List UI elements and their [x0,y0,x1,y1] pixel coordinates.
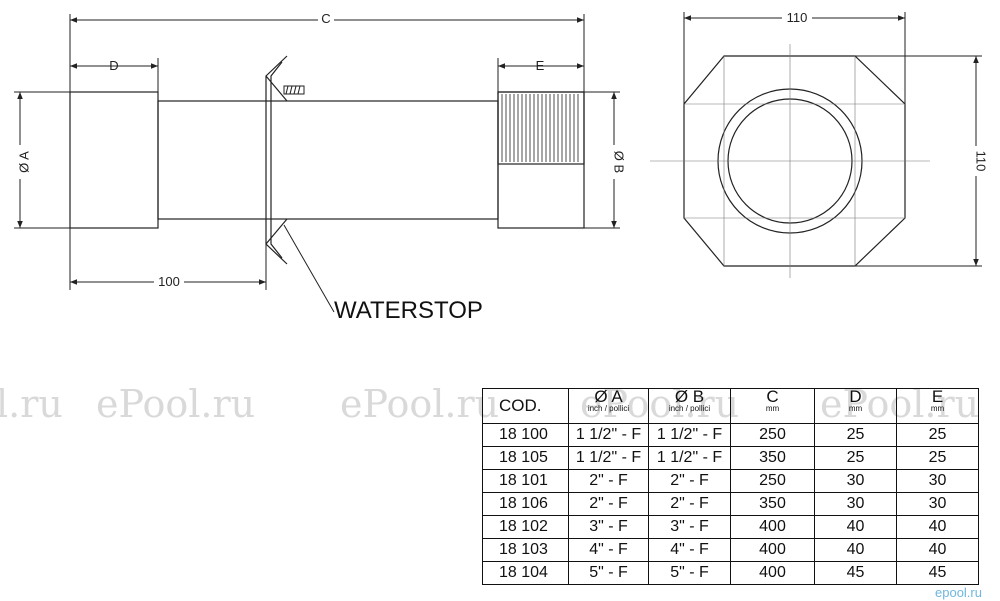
flange-screw [283,85,305,95]
cell-code: 18 105 [482,446,569,470]
cell-dia-b: 5" - F [648,561,731,585]
cell-code: 18 106 [482,492,569,516]
cell-e: 45 [896,561,979,585]
cell-dia-b: 2" - F [648,469,731,493]
watermark-corner: epool.ru [935,585,982,600]
cell-c: 350 [730,492,815,516]
cell-dia-b: 4" - F [648,538,731,562]
watermark: ePool.ru [340,382,499,426]
cell-dia-a: 3" - F [568,515,649,539]
dim-dia-a-label: Ø A [16,151,31,173]
cell-e: 25 [896,423,979,447]
cell-e: 40 [896,538,979,562]
cell-d: 30 [814,492,897,516]
thread-lines [501,94,579,162]
watermark-fragment: l.ru [0,382,63,426]
table-row: 18 102 3" - F 3" - F 400 40 40 [482,515,979,539]
table-row: 18 105 1 1/2" - F 1 1/2" - F 350 25 25 [482,446,979,470]
dim-c-label: C [321,11,330,26]
cell-e: 30 [896,492,979,516]
left-socket [69,91,159,229]
side-view [69,55,585,265]
cell-e: 25 [896,446,979,470]
header-cod: COD. [482,388,569,424]
cell-e: 30 [896,469,979,493]
cell-dia-b: 2" - F [648,492,731,516]
cell-dia-a: 5" - F [568,561,649,585]
cell-code: 18 102 [482,515,569,539]
cell-dia-a: 1 1/2" - F [568,446,649,470]
cell-dia-b: 1 1/2" - F [648,423,731,447]
cell-c: 250 [730,423,815,447]
waterstop-flange [265,55,288,265]
cell-d: 30 [814,469,897,493]
dim-width-label: 110 [787,10,808,25]
cell-code: 18 101 [482,469,569,493]
cell-d: 40 [814,515,897,539]
dim-d-label: D [109,58,118,73]
cell-d: 25 [814,446,897,470]
cell-dia-a: 2" - F [568,469,649,493]
table-row: 18 103 4" - F 4" - F 400 40 40 [482,538,979,562]
table-row: 18 100 1 1/2" - F 1 1/2" - F 250 25 25 [482,423,979,447]
cell-code: 18 104 [482,561,569,585]
pipe-body [157,100,499,220]
right-socket [497,91,585,229]
dim-dia-b-label: Ø B [612,151,627,173]
cell-dia-a: 4" - F [568,538,649,562]
cell-e: 40 [896,515,979,539]
dim-100-label: 100 [158,274,180,289]
dim-height-label: 110 [974,151,989,172]
cell-d: 40 [814,538,897,562]
cell-c: 400 [730,515,815,539]
waterstop-leader [283,224,335,313]
watermark: ePool.ru [96,382,255,426]
cell-c: 350 [730,446,815,470]
cell-c: 400 [730,538,815,562]
cell-c: 250 [730,469,815,493]
thread-zone [497,91,585,165]
cell-d: 25 [814,423,897,447]
front-view-guides [650,44,930,278]
cell-dia-b: 1 1/2" - F [648,446,731,470]
cell-c: 400 [730,561,815,585]
cell-dia-a: 2" - F [568,492,649,516]
side-view-dimensions [14,14,620,313]
cell-code: 18 103 [482,538,569,562]
table-row: 18 106 2" - F 2" - F 350 30 30 [482,492,979,516]
dim-e-label: E [536,58,545,73]
cell-d: 45 [814,561,897,585]
table-row: 18 104 5" - F 5" - F 400 45 45 [482,561,979,585]
waterstop-callout: WATERSTOP [334,297,483,324]
table-row: 18 101 2" - F 2" - F 250 30 30 [482,469,979,493]
front-view-dimensions [683,12,982,267]
cell-code: 18 100 [482,423,569,447]
cell-dia-b: 3" - F [648,515,731,539]
cell-dia-a: 1 1/2" - F [568,423,649,447]
